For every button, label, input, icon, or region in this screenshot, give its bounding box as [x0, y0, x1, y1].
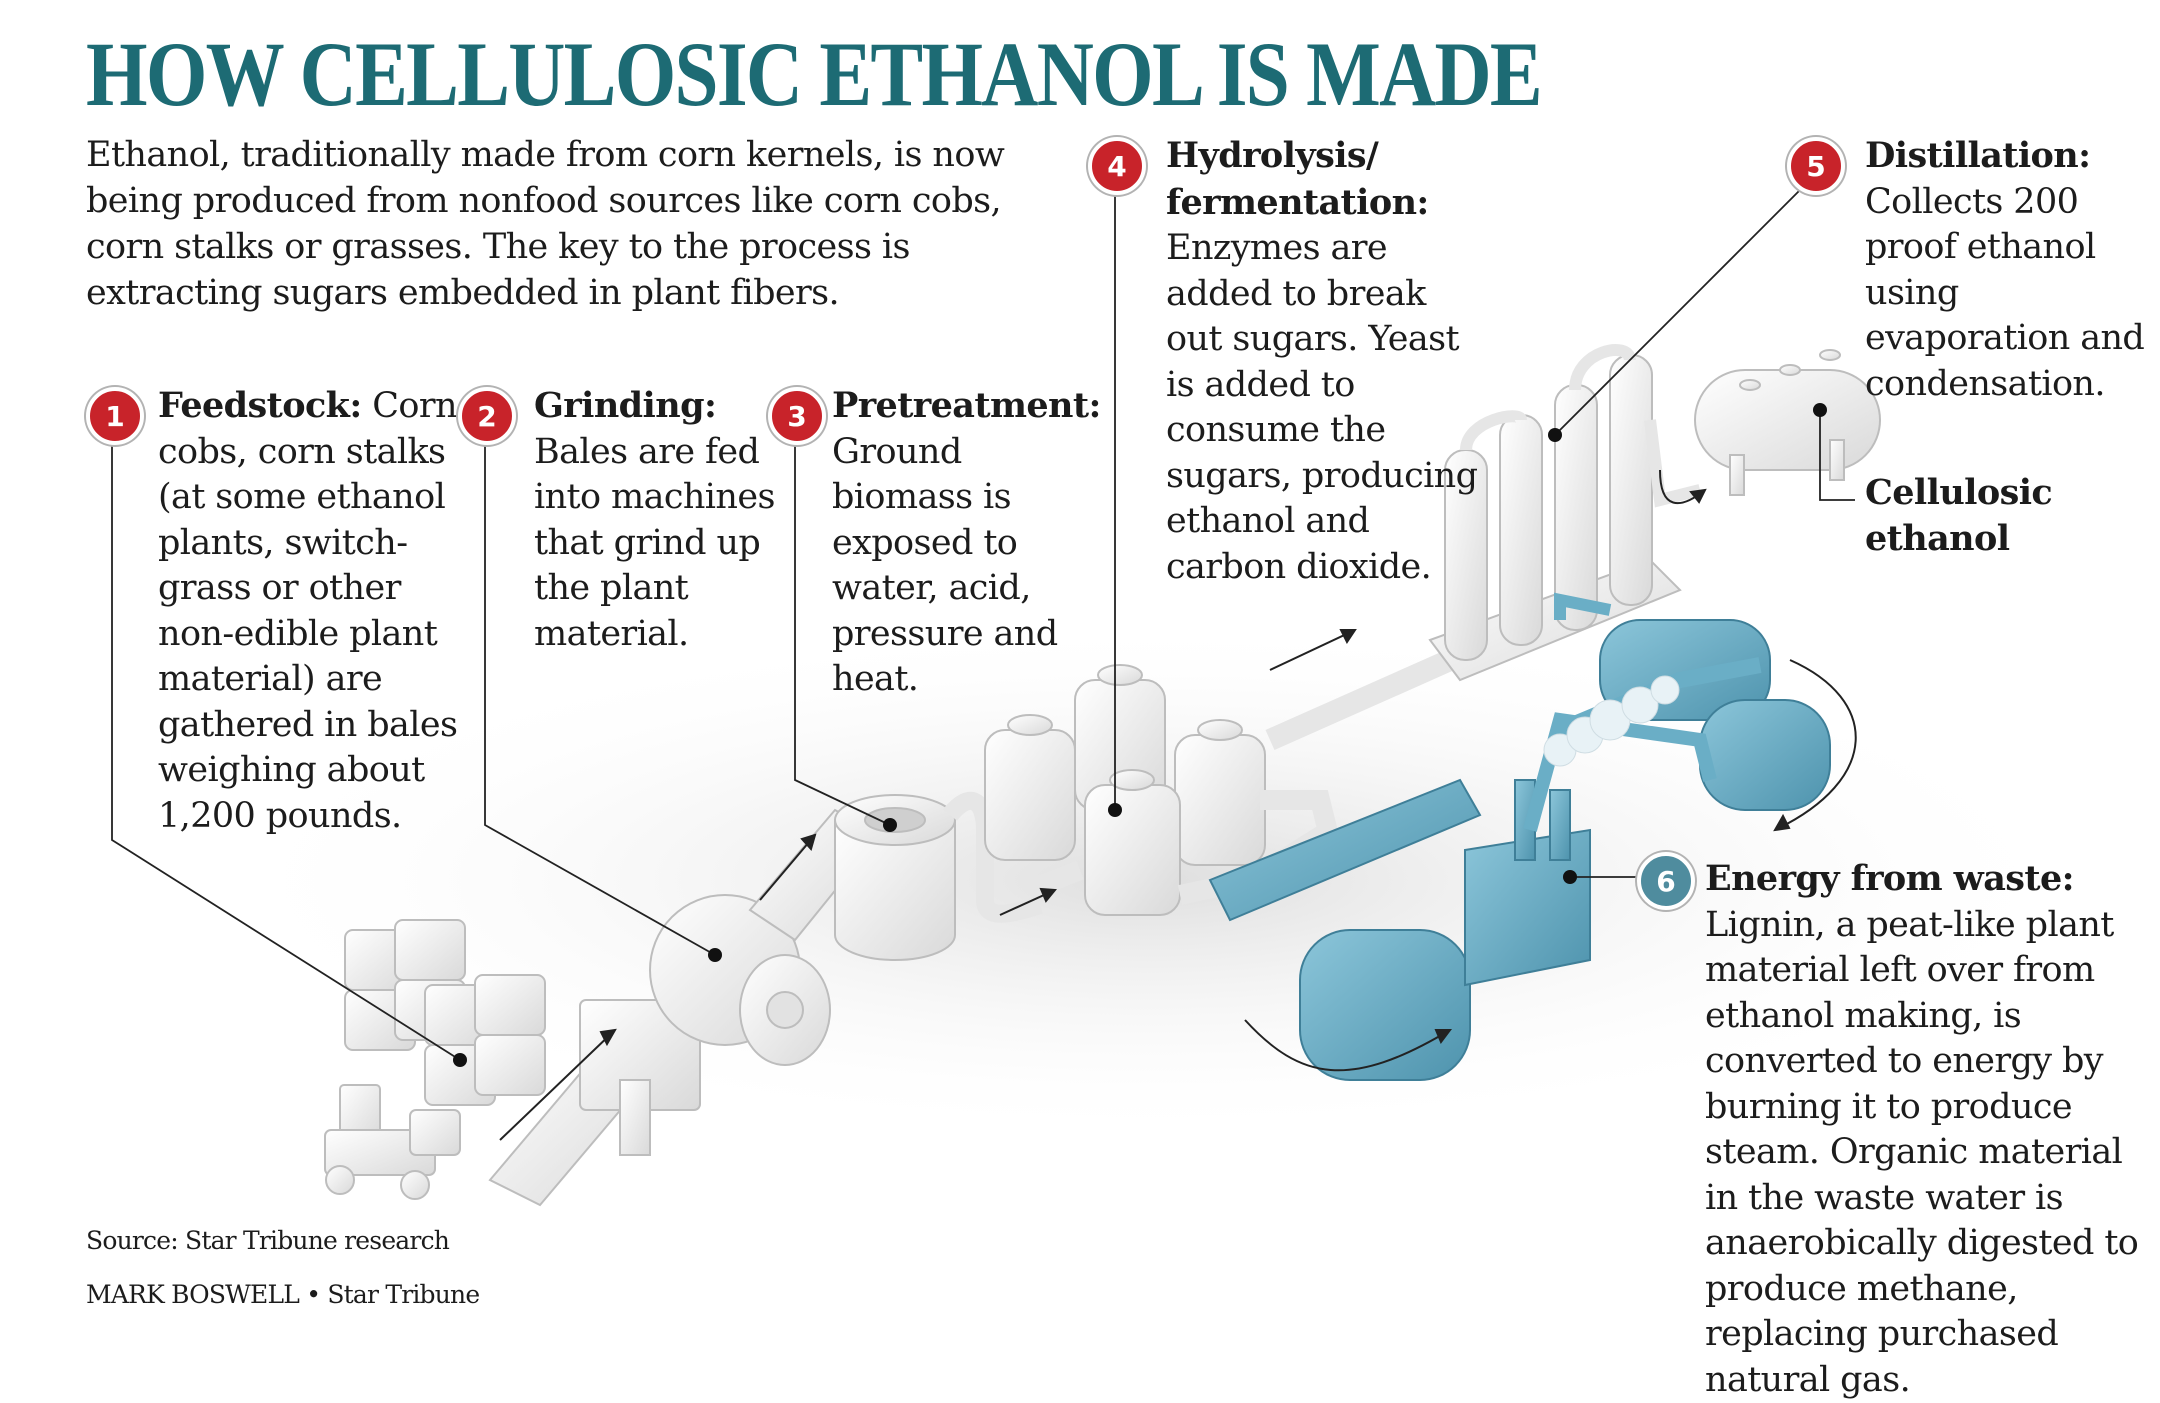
- step-3-heading: Pretreatment:: [832, 385, 1101, 426]
- step-6-body: Lignin, a peat-like plant material left …: [1705, 904, 2139, 1400]
- source-note: Source: Star Tribune research: [86, 1226, 450, 1255]
- step-3-body: Ground biomass is exposed to water, acid…: [832, 431, 1058, 700]
- step-2-badge: 2: [458, 387, 516, 445]
- flow-arrows: [499, 469, 1857, 1141]
- step-6-heading: Energy from waste:: [1705, 858, 2075, 899]
- step-2-heading: Grinding:: [534, 385, 717, 426]
- step-3-text: Pretreatment: Ground biomass is exposed …: [832, 383, 1101, 703]
- step-2-body: Bales are fed into machines that grind u…: [534, 431, 775, 654]
- step-5-text: Distillation: Collects 200 proof ethanol…: [1865, 133, 2155, 407]
- page-title: HOW CELLULOSIC ETHANOL IS MADE: [86, 23, 1543, 125]
- loader-illustration: [324, 1084, 461, 1200]
- pretreatment-vessel: [834, 792, 1043, 961]
- step-6-text: Energy from waste: Lignin, a peat-like p…: [1705, 856, 2155, 1403]
- ethanol-storage-tank: [1694, 349, 1881, 496]
- step-6-badge: 6: [1637, 852, 1695, 910]
- leader-lines: [111, 177, 1855, 1061]
- step-1-badge: 1: [86, 387, 144, 445]
- step-1-heading: Feedstock:: [158, 385, 362, 426]
- conveyor-illustration: [488, 999, 701, 1207]
- step-5-heading: Distillation:: [1865, 135, 2091, 176]
- step-3-badge: 3: [768, 387, 826, 445]
- step-5-badge: 5: [1787, 137, 1845, 195]
- process-diagram: [111, 177, 2100, 1207]
- leader-dots: [453, 403, 1827, 1067]
- step-4-heading: Hydrolysis/ fermentation:: [1166, 135, 1429, 223]
- step-4-text: Hydrolysis/ fermentation: Enzymes are ad…: [1166, 133, 1486, 590]
- product-label: Cellulosic ethanol: [1865, 472, 2053, 559]
- step-1-text: Feedstock: Corn cobs, corn stalks (at so…: [158, 383, 458, 839]
- step-2-text: Grinding: Bales are fed into machines th…: [534, 383, 779, 657]
- step-5-body: Collects 200 proof ethanol using evapora…: [1865, 181, 2145, 404]
- step-4-badge: 4: [1088, 137, 1146, 195]
- credit-line: MARK BOSWELL • Star Tribune: [86, 1280, 480, 1309]
- step-1-body: Corn cobs, corn stalks (at some ethanol …: [158, 386, 458, 836]
- step-4-body: Enzymes are added to break out sugars. Y…: [1166, 228, 1478, 587]
- steam-illustration: [1543, 675, 1680, 767]
- intro-text: Ethanol, traditionally made from corn ke…: [86, 135, 1005, 313]
- bales-illustration: [344, 919, 546, 1106]
